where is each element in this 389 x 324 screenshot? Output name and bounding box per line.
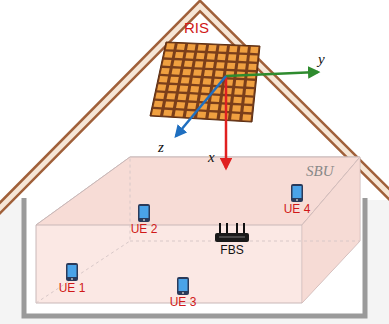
- ue-label: UE 1: [59, 282, 86, 295]
- phone-icon: [176, 276, 190, 296]
- base-station: FBS: [214, 222, 250, 257]
- x-axis: [225, 76, 228, 168]
- ris-panel: RIS: [148, 20, 270, 126]
- axis-label: z: [158, 140, 164, 155]
- phone-icon: [290, 183, 304, 203]
- router-icon: [214, 222, 250, 244]
- room-box: SBU FBS UE 1 UE 2 UE 3 UE 4: [34, 155, 362, 307]
- z-axis: [176, 76, 226, 136]
- user-equipment: UE 2: [131, 203, 158, 236]
- ue-label: UE 2: [131, 223, 158, 236]
- ue-label: UE 4: [284, 203, 311, 216]
- user-equipment: UE 3: [170, 276, 197, 309]
- user-equipment: UE 4: [284, 183, 311, 216]
- station-label: FBS: [220, 244, 243, 257]
- phone-icon: [65, 262, 79, 282]
- axis-label: x: [208, 150, 215, 165]
- region-label: SBU: [306, 163, 334, 180]
- phone-icon: [137, 203, 151, 223]
- user-equipment: UE 1: [59, 262, 86, 295]
- ris-label: RIS: [184, 20, 209, 37]
- axis-label: y: [318, 52, 325, 67]
- y-axis: [226, 72, 318, 76]
- ue-label: UE 3: [170, 296, 197, 309]
